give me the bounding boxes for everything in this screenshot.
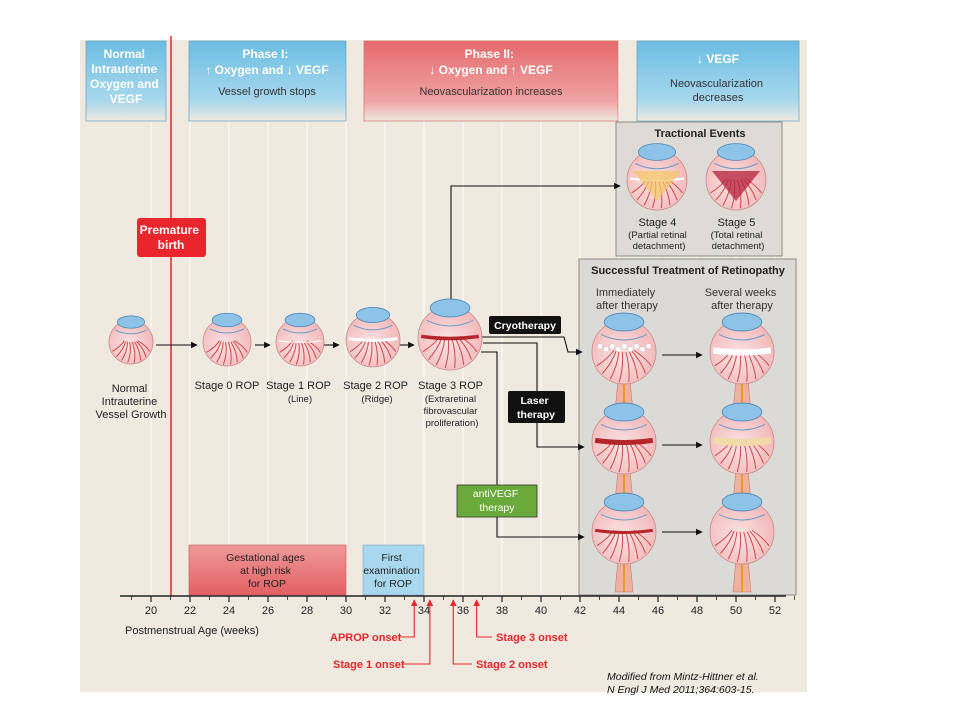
eye-laser-later-icon (709, 402, 775, 503)
cryotherapy-label: Cryotherapy (489, 316, 561, 334)
treatment-title: Successful Treatment of Retinopathy (591, 265, 786, 277)
svg-text:Laser therapy: Laser therapy (517, 395, 555, 421)
phase-two-subtitle: Neovascularization increases (419, 86, 563, 98)
stage-label-normal: Normal Intrauterine Vessel Growth (96, 383, 167, 421)
eye-stage2-icon (345, 307, 401, 368)
eye-antivegf-later-icon (709, 492, 775, 593)
stage-label-5: Stage 5 (Total retinal detachment) (711, 217, 766, 252)
phase-one: Phase I: ↑ Oxygen and ↓ VEGF Vessel grow… (188, 40, 347, 122)
treatment-col1-label: Immediately after therapy (596, 287, 659, 312)
tick-label: 44 (613, 605, 625, 617)
tick-label: 24 (223, 605, 235, 617)
onset-arrow (449, 599, 472, 665)
svg-text:Gestational ages at high: Gestational ages at high risk for ROP (226, 552, 308, 590)
tractional-events-title: Tractional Events (654, 128, 745, 140)
citation-line-2: N Engl J Med 2011;364:603-15. (607, 684, 755, 696)
stage-label-4: Stage 4 (Partial retinal detachment) (628, 217, 690, 252)
eye-normal-icon (108, 315, 154, 365)
onset-label: Stage 2 onset (476, 659, 548, 671)
antivegf-therapy-label: antiVEGF therapy (456, 484, 538, 518)
onset-arrow (400, 599, 418, 638)
eye-cryo-immediate-icon (591, 312, 657, 413)
onset-label: Stage 1 onset (333, 659, 405, 671)
eye-stage4-icon (626, 143, 688, 211)
tick-label: 32 (379, 605, 391, 617)
flow-arrows (156, 182, 703, 541)
eye-stage3-icon (417, 298, 483, 371)
tick-label: 30 (340, 605, 352, 617)
phase-one-subtitle: Vessel growth stops (218, 86, 316, 98)
tick-label: 48 (691, 605, 703, 617)
tick-label: 28 (301, 605, 313, 617)
phase-two-title: Phase II: ↓ Oxygen and ↑ VEGF (429, 47, 552, 77)
eye-stage1-icon (275, 312, 325, 367)
stage-labels: Normal Intrauterine Vessel Growth Stage … (96, 217, 766, 429)
tick-label: 34 (418, 605, 430, 617)
citation: Modified from Mintz-Hittner et al. N Eng… (607, 671, 759, 697)
premature-birth-box: Premature birth (137, 218, 206, 257)
tick-label: 26 (262, 605, 274, 617)
tick-label: 46 (652, 605, 664, 617)
tick-label: 52 (769, 605, 781, 617)
onset-arrow (473, 599, 492, 638)
svg-text:First examination: First examination for ROP (363, 552, 423, 590)
eye-stage5-icon (705, 143, 767, 211)
stage-label-1: Stage 1 ROP (Line) (266, 380, 334, 405)
phase-normal-title: Normal Intrauterine Oxygen and VEGF (90, 47, 162, 106)
tick-label: 22 (184, 605, 196, 617)
citation-line-1: Modified from Mintz-Hittner et al. (607, 671, 759, 683)
tick-label: 42 (574, 605, 586, 617)
svg-text:Cryotherapy: Cryotherapy (494, 320, 556, 332)
phase-three-subtitle: Neovascularization decreases (670, 78, 766, 104)
phase-three-title: ↓ VEGF (697, 52, 739, 66)
age-axis-ticks: 20 22 24 26 28 30 32 34 36 38 40 42 44 46 48 50 52 (131, 596, 795, 617)
onset-label: APROP onset (330, 632, 402, 644)
high-risk-box: Gestational ages at high risk for ROP (188, 544, 347, 596)
stage-label-3: Stage 3 ROP (Extraretinal fibrovascular … (418, 380, 486, 429)
first-exam-box: First examination for ROP (362, 544, 425, 596)
treatment-col2-label: Several weeks after therapy (705, 287, 780, 312)
tick-label: 38 (496, 605, 508, 617)
age-axis-label: Postmenstrual Age (weeks) (125, 625, 259, 637)
svg-text:antiVEGF therapy: antiVEGF therapy (473, 488, 521, 514)
phase-three: ↓ VEGF Neovascularization decreases (636, 40, 800, 122)
eye-illustrations (108, 143, 775, 593)
tick-label: 50 (730, 605, 742, 617)
eye-antivegf-immediate-icon (591, 492, 657, 593)
tick-label: 20 (145, 605, 157, 617)
onset-arrow (403, 599, 434, 665)
phase-one-title: Phase I: ↑ Oxygen and ↓ VEGF (205, 47, 328, 77)
phase-two: Phase II: ↓ Oxygen and ↑ VEGF Neovascula… (363, 40, 619, 122)
laser-therapy-label: Laser therapy (508, 391, 565, 423)
stage-label-0: Stage 0 ROP (195, 380, 260, 392)
onset-label: Stage 3 onset (496, 632, 568, 644)
phase-normal: Normal Intrauterine Oxygen and VEGF (85, 40, 167, 122)
tick-label: 36 (457, 605, 469, 617)
stage-label-2: Stage 2 ROP (Ridge) (343, 380, 411, 405)
eye-stage0-icon (202, 312, 252, 367)
svg-text:Premature birth: Premature birth (140, 223, 203, 252)
tick-label: 40 (535, 605, 547, 617)
